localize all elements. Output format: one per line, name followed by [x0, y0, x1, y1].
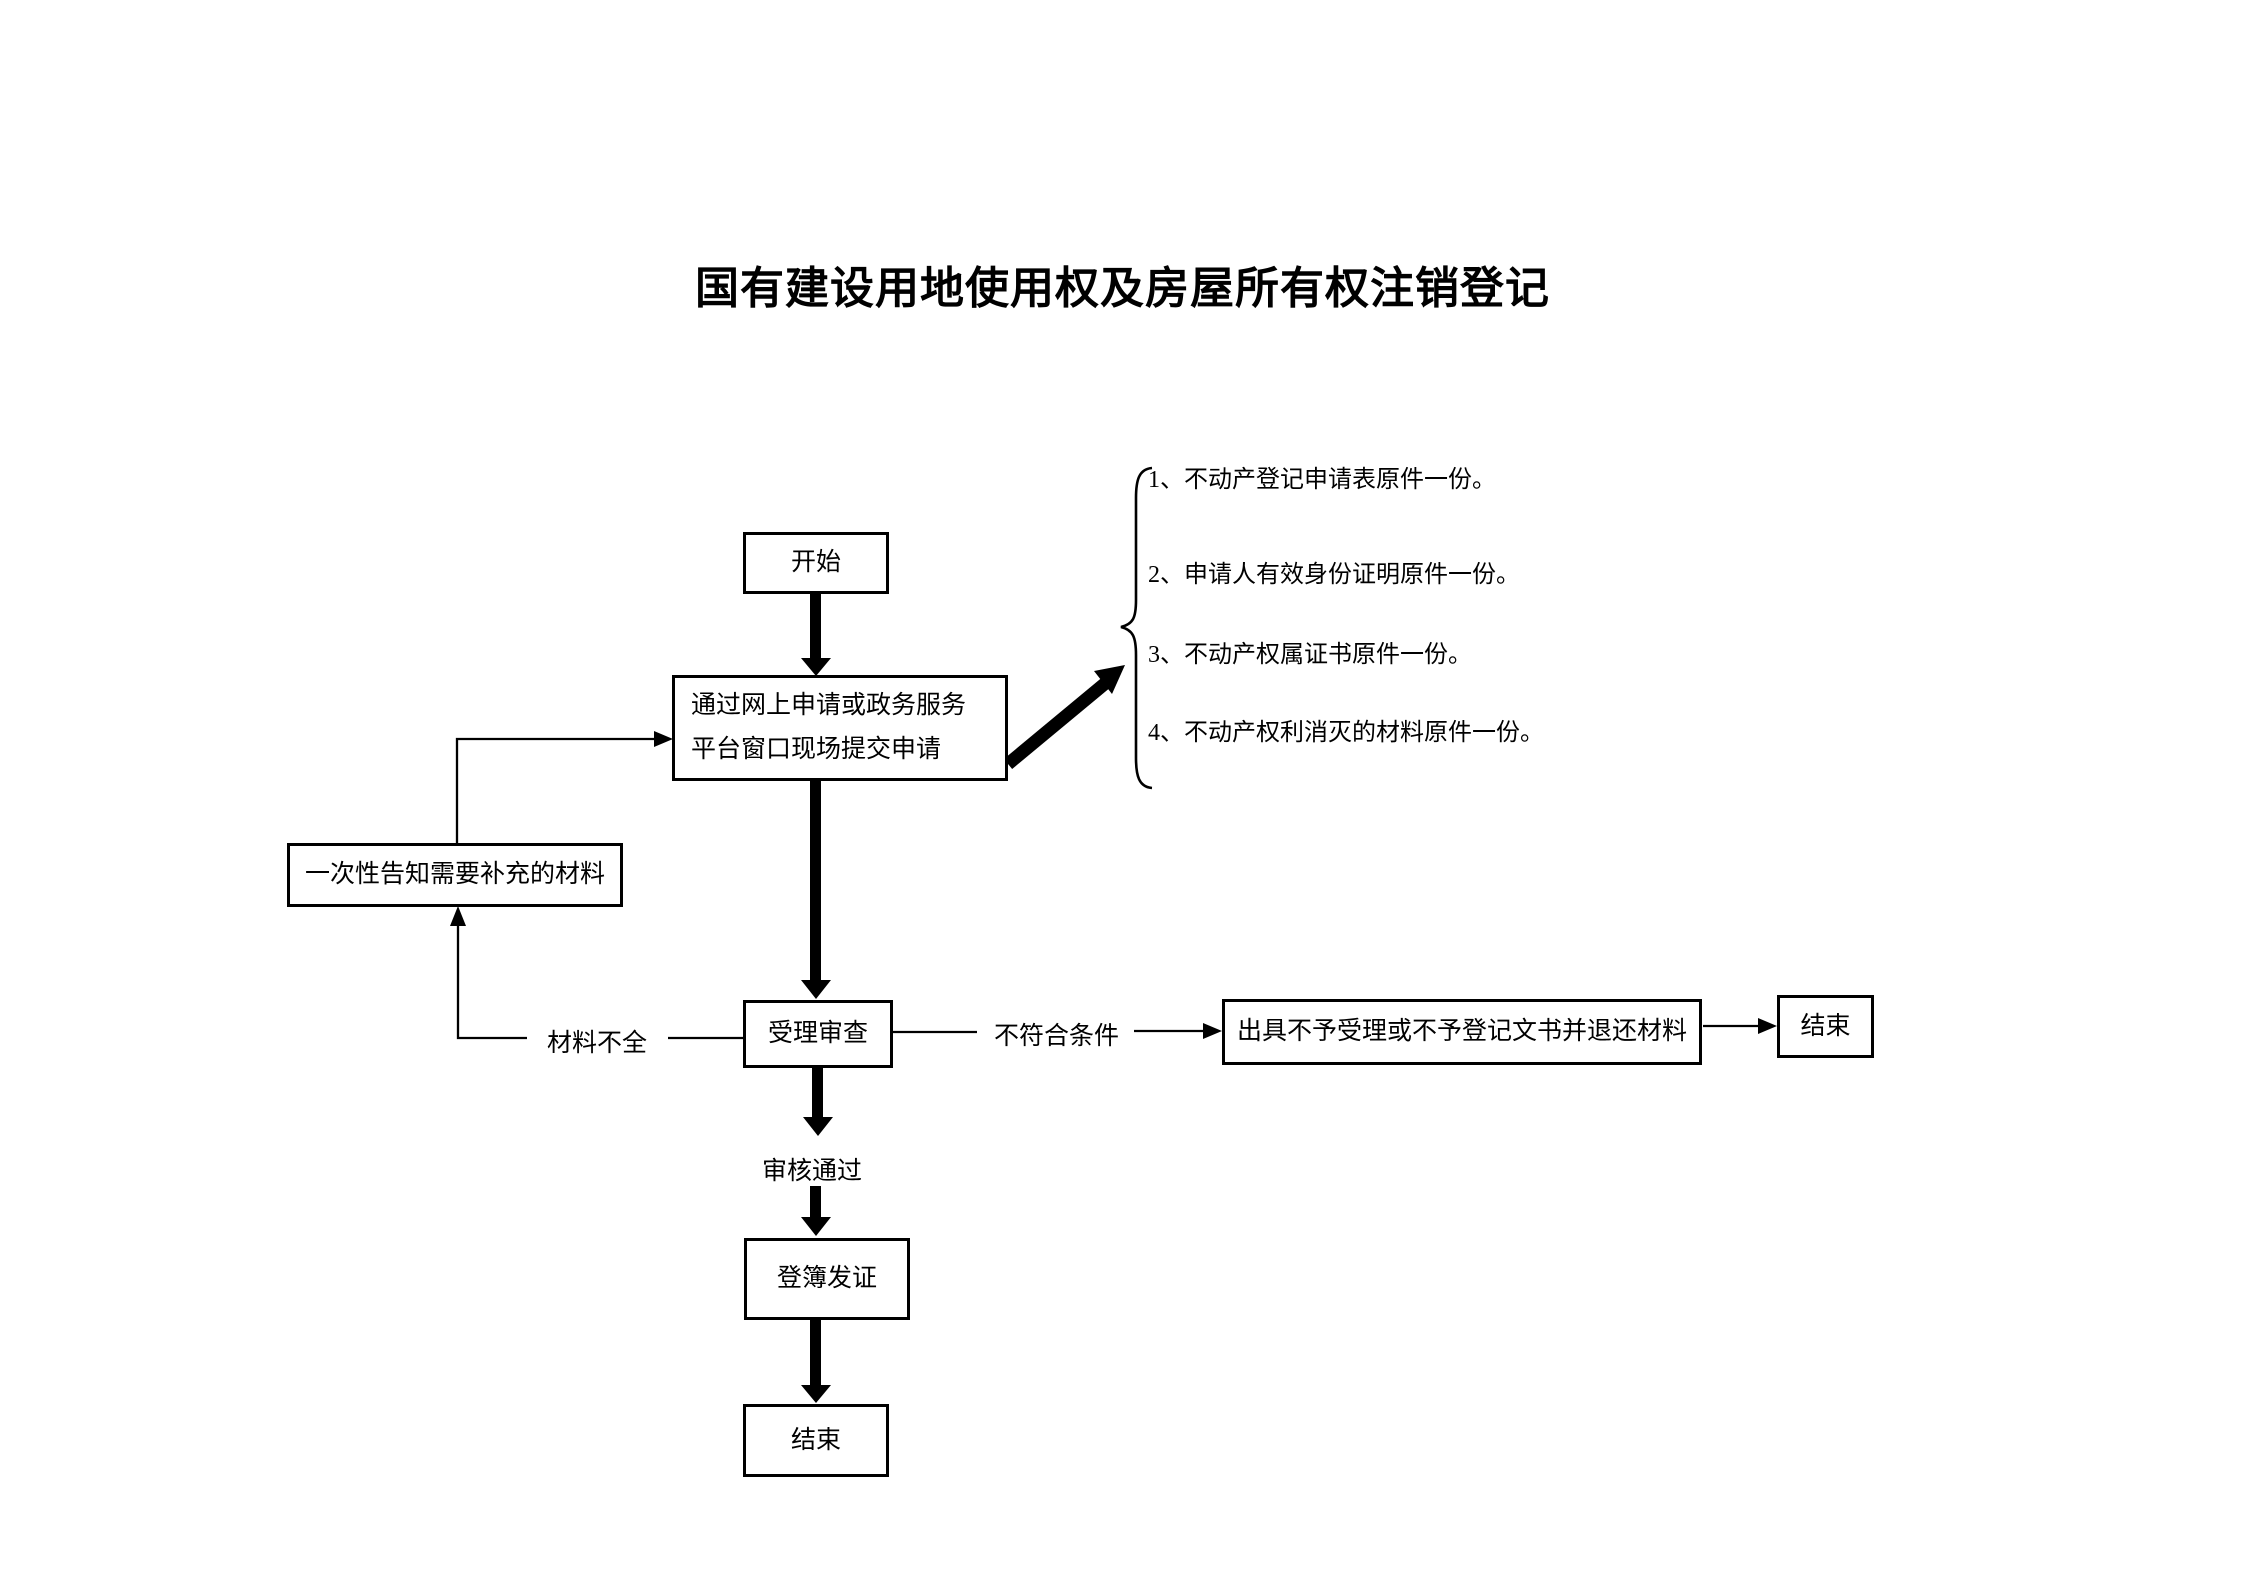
node-start: 开始 [743, 532, 889, 594]
edge-label-review-approved: 审核通过 [762, 1158, 863, 1185]
node-register-certificate: 登簿发证 [744, 1238, 910, 1320]
materials-item-3: 3、不动产权属证书原件一份。 [1148, 642, 1472, 668]
node-notify-supplement: 一次性告知需要补充的材料 [287, 843, 623, 907]
arrow-register-to-end [801, 1320, 831, 1403]
node-start-label: 开始 [790, 549, 841, 577]
node-notify-label: 一次性告知需要补充的材料 [304, 861, 605, 889]
arrow-start-to-apply [801, 594, 831, 676]
node-review-label: 受理审查 [767, 1020, 868, 1048]
materials-item-4: 4、不动产权利消灭的材料原件一份。 [1148, 720, 1544, 746]
node-apply: 通过网上申请或政务服务平台窗口现场提交申请 [672, 675, 1008, 781]
node-apply-label: 通过网上申请或政务服务平台窗口现场提交申请 [691, 692, 967, 763]
node-end: 结束 [743, 1404, 889, 1477]
arrow-approved-to-register [801, 1186, 831, 1236]
arrow-review-to-notify [450, 906, 743, 1040]
arrow-apply-to-materials [1003, 665, 1125, 770]
node-reject-end: 结束 [1777, 995, 1874, 1058]
edge-label-not-qualified: 不符合条件 [994, 1023, 1120, 1050]
node-register-label: 登簿发证 [776, 1265, 877, 1293]
node-reject-end-label: 结束 [1800, 1012, 1851, 1040]
arrow-review-to-approved [803, 1067, 833, 1136]
arrow-reject-to-end [1703, 1018, 1777, 1034]
node-review: 受理审查 [743, 1000, 893, 1068]
edge-label-materials-incomplete: 材料不全 [547, 1030, 648, 1057]
page-title: 国有建设用地使用权及房屋所有权注销登记 [695, 264, 1550, 313]
node-reject-label: 出具不予受理或不予登记文书并退还材料 [1236, 1018, 1687, 1046]
node-end-label: 结束 [790, 1426, 841, 1454]
arrow-notify-to-apply [455, 731, 673, 843]
node-reject-document: 出具不予受理或不予登记文书并退还材料 [1222, 999, 1702, 1065]
materials-item-1: 1、不动产登记申请表原件一份。 [1148, 467, 1496, 493]
arrow-apply-to-review [801, 781, 831, 999]
materials-item-2: 2、申请人有效身份证明原件一份。 [1148, 562, 1520, 588]
